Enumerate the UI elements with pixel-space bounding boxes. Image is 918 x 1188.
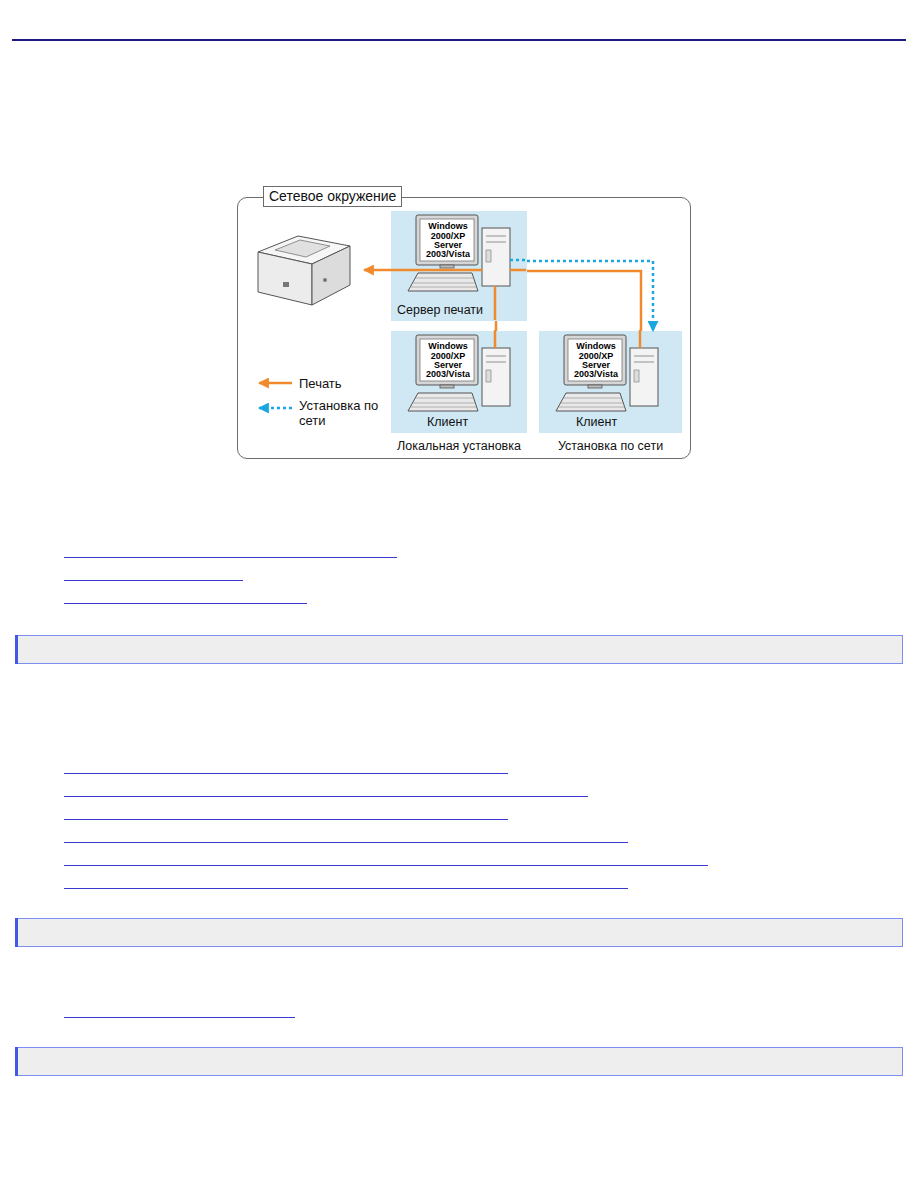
section-bar <box>16 636 903 664</box>
link-underline <box>64 557 397 558</box>
link-underlines <box>64 558 708 1018</box>
connector <box>527 261 653 331</box>
section-bar-edge <box>15 1047 18 1076</box>
connector <box>527 271 641 331</box>
section-bar-edge <box>15 918 18 947</box>
connector <box>495 321 498 331</box>
print-wire <box>494 286 497 320</box>
print-arrow <box>364 269 482 272</box>
print-wire <box>639 330 642 348</box>
printer-illustration <box>258 236 350 305</box>
legend-line-sample <box>259 382 292 385</box>
print-wire <box>494 330 497 348</box>
link-underline <box>64 796 588 797</box>
print-wire <box>510 269 526 272</box>
top-rule <box>12 39 906 41</box>
link-underline <box>64 580 243 581</box>
legend-entry: Установка по сети <box>299 398 379 428</box>
section-bar <box>16 1048 903 1076</box>
link-underline <box>64 842 628 843</box>
section-bars <box>15 635 903 1076</box>
install-wire <box>510 259 526 262</box>
link-underline <box>64 603 307 604</box>
box-label: Клиент <box>576 415 617 430</box>
computer-illustration <box>556 335 658 411</box>
inner-wires <box>364 260 640 348</box>
legend-line-sample <box>259 407 292 410</box>
link-underline <box>64 888 628 889</box>
link-underline <box>64 1017 295 1018</box>
legend-samples <box>259 383 292 408</box>
screen-text: Windows 2000/XP Server 2003/Vista <box>421 340 475 382</box>
install-type-label: Установка по сети <box>558 439 663 454</box>
computer-illustration <box>408 335 510 411</box>
box-label: Сервер печати <box>397 303 483 318</box>
section-bar <box>16 919 903 947</box>
region-heading: Сетевое окружение <box>263 186 402 207</box>
print-server-box: Windows 2000/XP Server 2003/VistaСервер … <box>391 211 527 321</box>
client-box: Windows 2000/XP Server 2003/VistaКлиентУ… <box>539 331 682 433</box>
section-bar-edge <box>15 635 18 664</box>
client-box: Windows 2000/XP Server 2003/VistaКлиентЛ… <box>391 331 527 433</box>
legend-text: Печать <box>299 376 342 391</box>
screen-text: Windows 2000/XP Server 2003/Vista <box>569 340 623 382</box>
link-underline <box>64 773 508 774</box>
box-label: Клиент <box>427 415 468 430</box>
link-underline <box>64 819 508 820</box>
computer-illustration <box>408 215 510 291</box>
legend-text: Установка по сети <box>299 398 378 428</box>
legend-entry: Печать <box>299 376 389 391</box>
link-underline <box>64 865 708 866</box>
screen-text: Windows 2000/XP Server 2003/Vista <box>421 220 475 262</box>
install-type-label: Локальная установка <box>397 439 521 454</box>
